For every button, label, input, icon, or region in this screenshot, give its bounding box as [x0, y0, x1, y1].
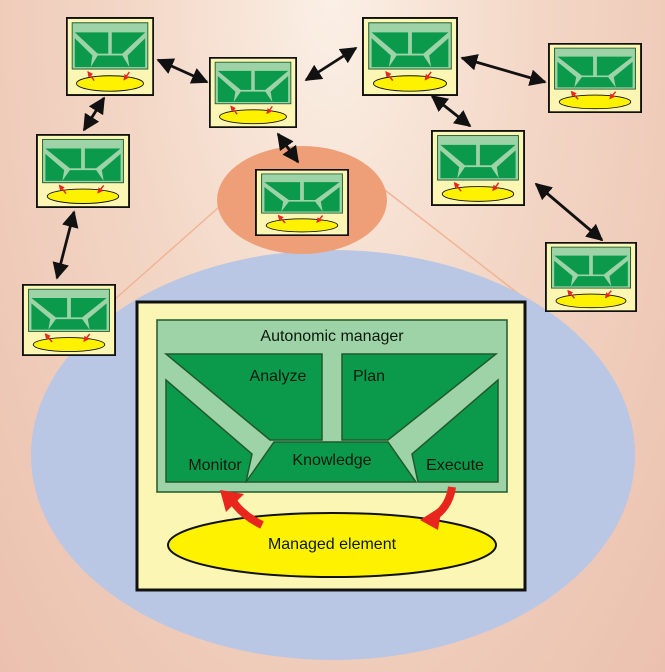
- monitor-label: Monitor: [188, 457, 242, 474]
- mini-manager: [36, 134, 130, 208]
- managed-element-label: Managed element: [267, 536, 397, 553]
- link-arrow: [276, 132, 300, 164]
- autonomic-manager-label: Autonomic manager: [260, 328, 404, 345]
- mini-manager: [431, 130, 525, 206]
- execute-label: Execute: [426, 457, 484, 474]
- mini-manager: [362, 17, 458, 96]
- autonomic-manager-large: [135, 300, 527, 592]
- mini-manager: [548, 43, 642, 113]
- mini-manager: [255, 169, 349, 236]
- link-arrow: [156, 58, 209, 84]
- network-links: [52, 46, 604, 280]
- mini-manager: [66, 17, 154, 96]
- mini-manager: [22, 284, 116, 356]
- mini-manager: [545, 242, 637, 312]
- plan-section: [341, 353, 499, 441]
- link-arrow: [82, 96, 106, 132]
- link-arrow: [460, 54, 547, 86]
- mini-manager: [209, 57, 297, 128]
- plan-label: Plan: [352, 368, 386, 385]
- knowledge-label: Knowledge: [292, 452, 372, 469]
- link-arrow: [430, 94, 472, 128]
- link-arrow: [304, 46, 358, 82]
- analyze-section: [163, 353, 323, 441]
- managed-element-ellipse: [167, 512, 497, 578]
- link-arrow: [52, 210, 79, 280]
- execute-section: [411, 378, 499, 483]
- knowledge-section: [244, 441, 418, 483]
- link-arrow: [534, 182, 604, 242]
- analyze-label: Analyze: [249, 368, 307, 385]
